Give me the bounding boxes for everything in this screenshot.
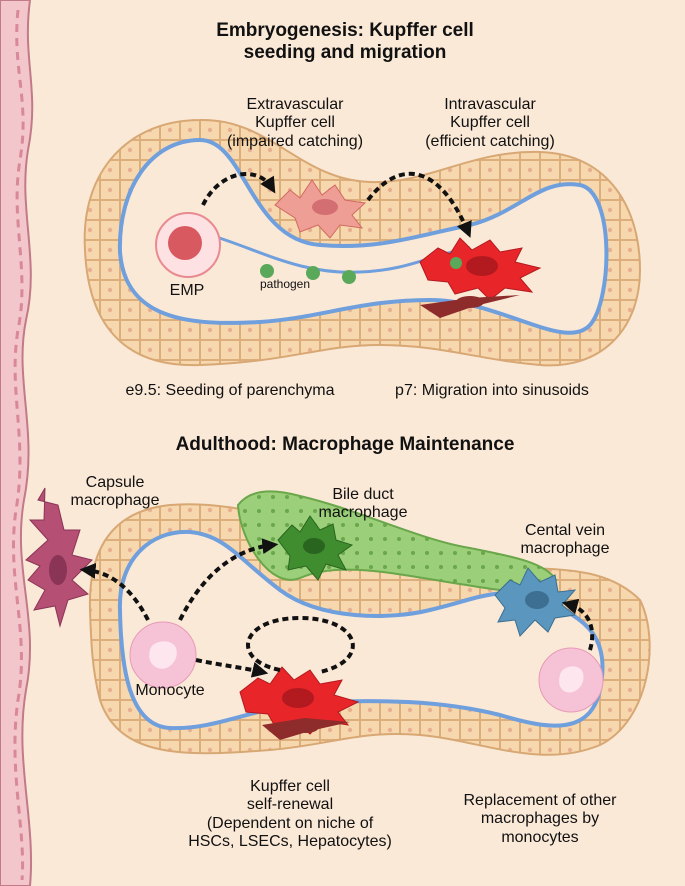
bile-duct-label: Bile duct macrophage <box>318 486 408 522</box>
intravascular-label: Intravascular Kupffer cell (efficient ca… <box>425 96 555 150</box>
adult-lobule <box>88 503 651 756</box>
central-vein-label: Cental vein macrophage <box>520 522 610 558</box>
pathogen-label: pathogen <box>259 277 311 291</box>
timeline-seeding: e9.5: Seeding of parenchyma <box>125 382 335 399</box>
intravascular-kupffer-cell <box>419 237 542 301</box>
monocyte-right <box>538 647 604 713</box>
central-vein-macrophage <box>494 567 577 637</box>
kupffer-renewal-label: Kupffer cell self-renewal (Dependent on … <box>188 778 392 851</box>
extravascular-to-intravascular-arrow <box>366 171 472 238</box>
monocyte-to-capsule-arrow <box>79 562 150 621</box>
extravascular-kupffer-cell <box>274 179 367 239</box>
embryo-title: Embryogenesis: Kupffer cell seeding and … <box>216 20 474 63</box>
stellate-cell <box>420 295 520 318</box>
pathogens <box>260 264 356 284</box>
liver-capsule <box>0 0 34 886</box>
adult-title: Adulthood: Macrophage Maintenance <box>175 434 515 455</box>
timeline-migration: p7: Migration into sinusoids <box>395 382 589 399</box>
monocyte-left <box>129 621 197 689</box>
replacement-label: Replacement of other macrophages by mono… <box>463 792 617 846</box>
emp-label: EMP <box>169 282 205 299</box>
monocyte-to-kupffer-arrow <box>195 658 269 678</box>
monocyte-to-central-vein-arrow <box>561 598 595 651</box>
emp-cell <box>155 212 221 278</box>
bile-duct-macrophage <box>277 515 354 581</box>
monocyte-to-bile-duct-arrow <box>178 538 279 621</box>
capsule-label: Capsule macrophage <box>70 474 160 510</box>
kupffer-self-renewal-arrow <box>246 615 355 674</box>
capsule-macrophage <box>25 487 93 628</box>
adult-kupffer-cell <box>239 666 360 735</box>
monocyte-label: Monocyte <box>135 682 205 699</box>
emp-to-extravascular-arrow <box>201 172 276 206</box>
stellate-cell-adult <box>262 718 350 740</box>
extravascular-label: Extravascular Kupffer cell (impaired cat… <box>226 96 364 150</box>
